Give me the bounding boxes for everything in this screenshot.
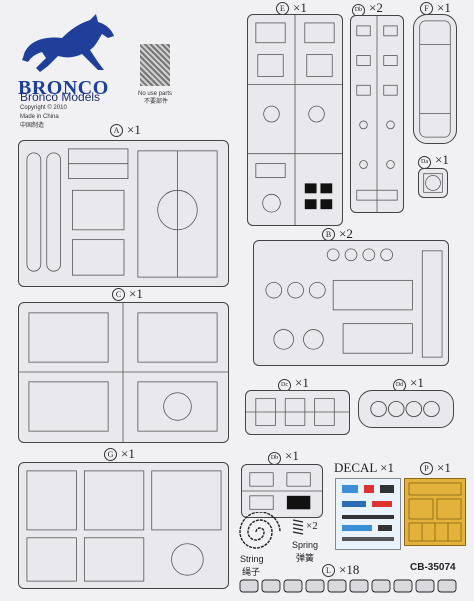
copyright: Copyright © 2010 (20, 105, 67, 111)
no-use-label-cn: 不要部件 (144, 99, 169, 105)
sprue-dd (358, 390, 454, 428)
sprue-dc (245, 390, 350, 435)
made-in: Made in China (20, 114, 59, 120)
spring-icon (292, 518, 304, 538)
sprue-l-label: L×18 (322, 562, 359, 578)
made-in-cn: 中国制造 (20, 123, 45, 129)
sprue-g (18, 462, 229, 589)
decal-label: DECAL ×1 (334, 460, 394, 475)
sprue-db1-label: Db×2 (352, 0, 383, 17)
sprue-db2 (241, 464, 323, 518)
logo-wordmark: BRONCO (18, 77, 109, 99)
track-links-strip (238, 576, 464, 596)
string-coil-icon (236, 511, 284, 552)
sprue-c-label: C×1 (112, 286, 143, 302)
sprue-c (18, 302, 229, 443)
decal-sheet (335, 478, 401, 550)
string-label-cn: 绳子 (242, 567, 261, 577)
spring-label-cn: 弹簧 (296, 553, 315, 563)
no-use-swatch (140, 44, 170, 86)
sprue-a (18, 140, 229, 287)
sprue-f (413, 14, 457, 144)
sprue-b (253, 240, 449, 366)
catalog-code: CB-35074 (410, 562, 456, 573)
photo-etch-sheet (404, 478, 466, 546)
sprue-db1 (350, 15, 404, 213)
sprue-db2-label: Db×1 (268, 448, 299, 465)
sprue-p-label: P×1 (420, 460, 451, 476)
company-name: Bronco Models (20, 90, 101, 104)
sprue-da-label: Da×1 (418, 152, 449, 169)
spring-label: Spring (292, 540, 319, 550)
sprue-g-label: G×1 (104, 446, 135, 462)
no-use-label: No use parts (138, 91, 173, 97)
sprue-a-label: A×1 (110, 122, 141, 138)
string-label: String (240, 554, 264, 564)
horse-icon (22, 14, 114, 72)
sprue-da (418, 168, 448, 198)
bronco-logo: BRONCO (18, 10, 118, 99)
sprue-e (247, 14, 343, 226)
spring-qty: ×2 (306, 520, 318, 532)
